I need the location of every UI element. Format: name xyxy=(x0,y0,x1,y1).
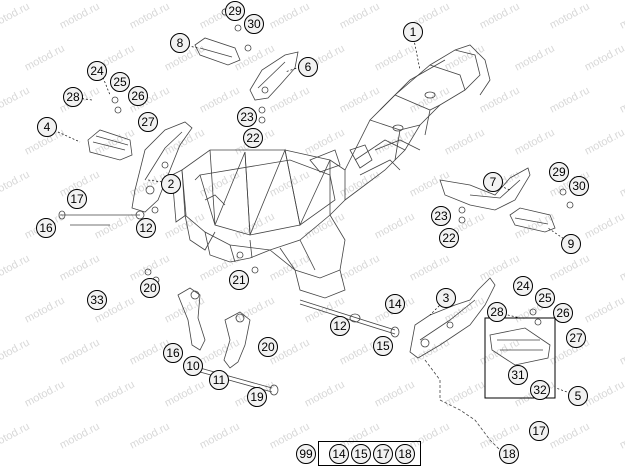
callout-8[interactable]: 8 xyxy=(170,33,190,53)
rear-subframe xyxy=(310,45,490,200)
callout-11[interactable]: 11 xyxy=(209,370,229,390)
kit-callout-15[interactable]: 15 xyxy=(351,444,371,464)
callout-4[interactable]: 4 xyxy=(37,117,57,137)
callout-10[interactable]: 10 xyxy=(183,356,203,376)
right-footrest-bracket xyxy=(410,278,495,358)
callout-30-top[interactable]: 30 xyxy=(244,14,264,34)
callout-25-bottom[interactable]: 25 xyxy=(535,288,555,308)
callout-22-top[interactable]: 22 xyxy=(243,128,263,148)
callout-27-top[interactable]: 27 xyxy=(138,112,158,132)
callout-5[interactable]: 5 xyxy=(568,386,588,406)
callout-32[interactable]: 32 xyxy=(530,380,550,400)
kit-callout-99[interactable]: 99 xyxy=(296,444,316,464)
callout-24-bottom[interactable]: 24 xyxy=(513,276,533,296)
callout-15[interactable]: 15 xyxy=(373,336,393,356)
callout-12-left[interactable]: 12 xyxy=(136,218,156,238)
callout-6[interactable]: 6 xyxy=(298,57,318,77)
callout-16-bottom[interactable]: 16 xyxy=(163,343,183,363)
callout-23-top[interactable]: 23 xyxy=(237,107,257,127)
side-stand xyxy=(178,288,250,368)
callout-20-bottom[interactable]: 20 xyxy=(258,337,278,357)
callout-29-top[interactable]: 29 xyxy=(225,1,245,21)
kit-box xyxy=(318,441,421,466)
kit-callout-14[interactable]: 14 xyxy=(329,444,349,464)
small-hardware xyxy=(112,9,573,325)
callout-28-top[interactable]: 28 xyxy=(63,87,83,107)
left-passenger-bracket xyxy=(250,52,298,100)
callout-23-bottom[interactable]: 23 xyxy=(431,206,451,226)
left-footrest-bracket xyxy=(132,122,192,212)
callout-27-bottom[interactable]: 27 xyxy=(566,328,586,348)
callout-33[interactable]: 33 xyxy=(87,290,107,310)
callout-25-top[interactable]: 25 xyxy=(110,72,130,92)
callout-19[interactable]: 19 xyxy=(247,387,267,407)
callout-1[interactable]: 1 xyxy=(403,22,423,42)
callout-20-top[interactable]: 20 xyxy=(140,278,160,298)
main-frame xyxy=(172,150,345,298)
callout-29-bottom[interactable]: 29 xyxy=(549,162,569,182)
callout-12-right[interactable]: 12 xyxy=(330,316,350,336)
right-passenger-bracket xyxy=(440,168,530,210)
callout-17-top[interactable]: 17 xyxy=(67,189,87,209)
callout-28-bottom[interactable]: 28 xyxy=(487,302,507,322)
callout-2[interactable]: 2 xyxy=(161,174,181,194)
left-bolts xyxy=(59,207,158,225)
callout-31[interactable]: 31 xyxy=(508,365,528,385)
left-passenger-footpeg xyxy=(195,38,240,65)
right-passenger-footpeg xyxy=(510,208,555,232)
left-footpeg xyxy=(88,130,132,160)
callout-21[interactable]: 21 xyxy=(229,270,249,290)
kit-callout-18[interactable]: 18 xyxy=(395,444,415,464)
callout-3[interactable]: 3 xyxy=(436,288,456,308)
callout-30-bottom[interactable]: 30 xyxy=(569,176,589,196)
lower-bolt xyxy=(425,360,500,450)
callout-9[interactable]: 9 xyxy=(561,234,581,254)
callout-16-top[interactable]: 16 xyxy=(36,218,56,238)
callout-22-bottom[interactable]: 22 xyxy=(439,228,459,248)
callout-26-bottom[interactable]: 26 xyxy=(553,303,573,323)
callout-18[interactable]: 18 xyxy=(499,444,519,464)
kit-callout-17[interactable]: 17 xyxy=(373,444,393,464)
callout-7[interactable]: 7 xyxy=(483,172,503,192)
callout-24-top[interactable]: 24 xyxy=(87,61,107,81)
callout-26-top[interactable]: 26 xyxy=(128,86,148,106)
callout-17-bottom[interactable]: 17 xyxy=(529,421,549,441)
callout-14[interactable]: 14 xyxy=(385,294,405,314)
